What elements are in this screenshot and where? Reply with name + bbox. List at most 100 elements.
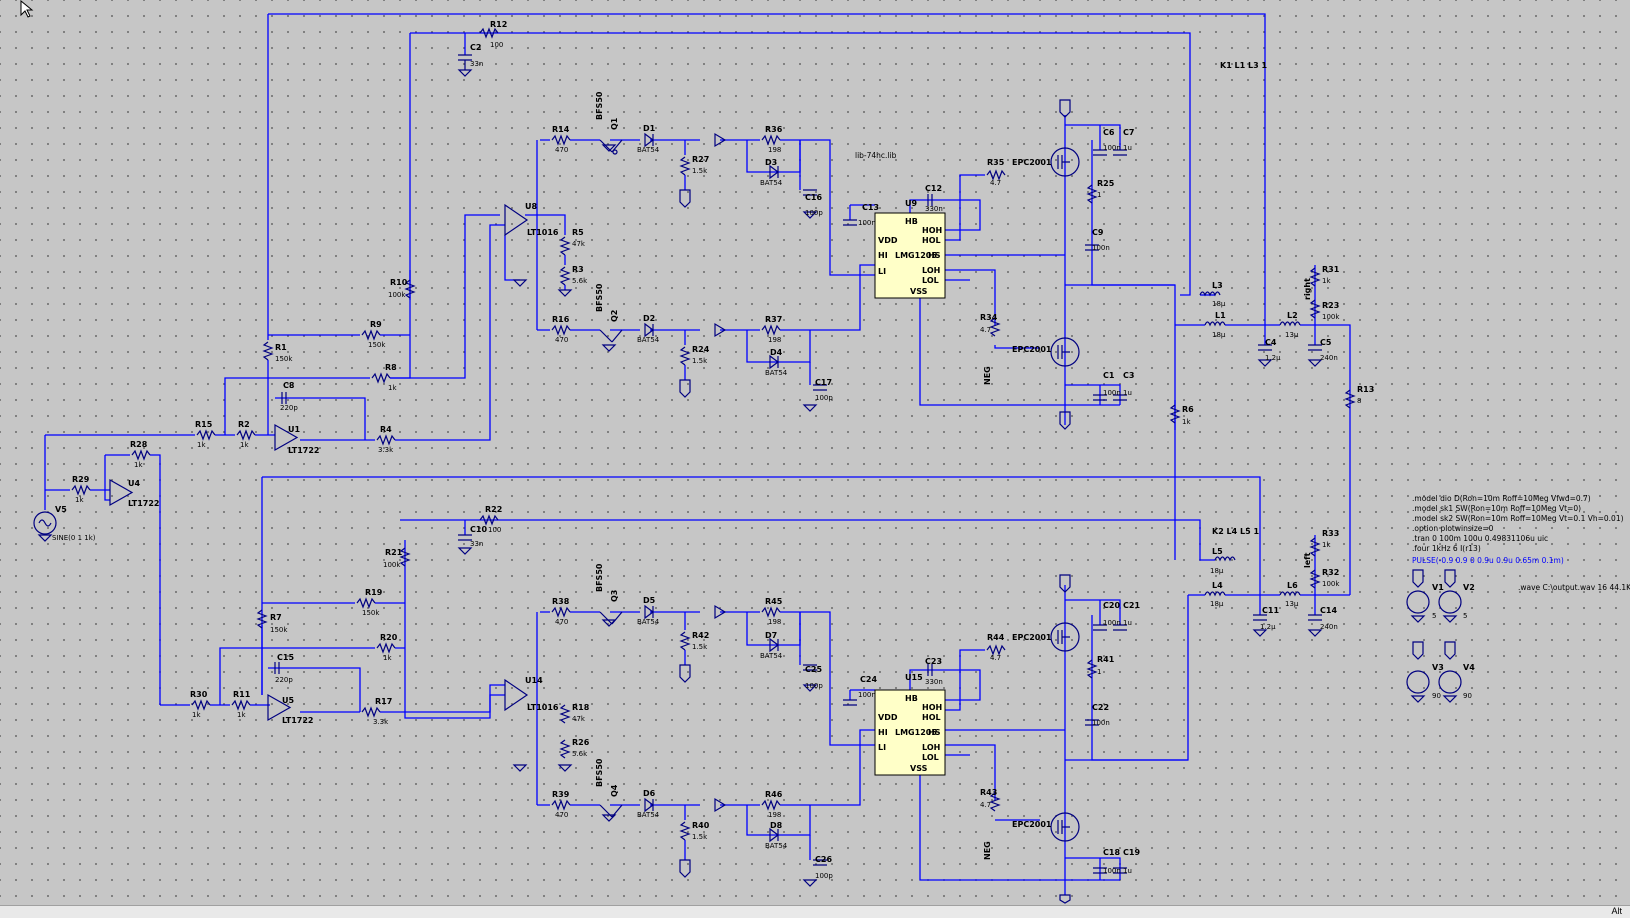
ic2-pin-hoh: HOH — [922, 703, 942, 712]
r12-value: 100 — [490, 41, 503, 49]
r22-value: 100 — [488, 526, 501, 534]
r38-value: 470 — [555, 618, 568, 626]
mosfet4-name: EPC2001 — [1012, 820, 1052, 829]
r42-value: 1.5k — [692, 643, 708, 651]
ic2-pin-vss: VSS — [910, 764, 928, 773]
v3-name: V3 — [1432, 663, 1444, 672]
l3-value: 18µ — [1212, 300, 1226, 308]
c5-name: C5 — [1320, 338, 1332, 347]
q1-name: Q1 — [610, 117, 619, 130]
r33-name: R33 — [1322, 529, 1339, 538]
v3-value: 90 — [1432, 692, 1441, 700]
r34-value: 4.7 — [980, 326, 991, 334]
c18-name: C18 — [1103, 848, 1120, 857]
c23-name: C23 — [925, 657, 942, 666]
c1-value: 100n — [1103, 389, 1121, 397]
c17-value: 100p — [815, 394, 833, 402]
r42-name: R42 — [692, 631, 709, 640]
l5-value: 18µ — [1210, 567, 1224, 575]
c6-value: 100n — [1103, 144, 1121, 152]
neg-label-top: NEG — [983, 366, 992, 385]
c7-value: 1u — [1123, 144, 1132, 152]
wires — [44, 13, 1351, 895]
l2-value: 13µ — [1285, 331, 1299, 339]
v5-name: V5 — [55, 505, 67, 514]
status-bar: Alt — [0, 905, 1630, 918]
v4-name: V4 — [1463, 663, 1475, 672]
r9-value: 150k — [368, 341, 386, 349]
c7-name: C7 — [1123, 128, 1134, 137]
v5-value: SINE(0 1 1k) — [52, 534, 96, 542]
q2-name: Q2 — [610, 310, 619, 322]
r18-value: 47k — [572, 715, 586, 723]
ic1-pin-loh: LOH — [922, 266, 940, 275]
u5-name: U5 — [282, 696, 294, 705]
u14-part: LT1016 — [527, 703, 559, 712]
ic1-name: LMG1205 — [895, 251, 937, 260]
r31-value: 1k — [1322, 277, 1331, 285]
r43-value: 4.7 — [980, 801, 991, 809]
c24-name: C24 — [860, 675, 877, 684]
ic1-pin-li: LI — [878, 267, 886, 276]
r13-value: 8 — [1357, 397, 1361, 405]
u4-part: LT1722 — [128, 499, 160, 508]
c21-value: 1u — [1123, 619, 1132, 627]
r8-value: 1k — [388, 384, 397, 392]
c25-value: 100p — [805, 682, 823, 690]
r5-name: R5 — [572, 228, 584, 237]
c3-value: 1u — [1123, 389, 1132, 397]
c8-value: 220p — [280, 404, 298, 412]
r27-value: 1.5k — [692, 167, 708, 175]
r2-value: 1k — [240, 441, 249, 449]
c19-name: C19 — [1123, 848, 1140, 857]
status-text: Alt — [1611, 906, 1622, 916]
r18-name: R18 — [572, 703, 590, 712]
symbols-top — [196, 27, 1356, 452]
r13-name: R13 — [1357, 385, 1374, 394]
r3-value: 5.6k — [572, 277, 588, 285]
ic1-pin-hb: HB — [905, 217, 918, 226]
r27-name: R27 — [692, 155, 709, 164]
l4-name: L4 — [1212, 581, 1223, 590]
r31-name: R31 — [1322, 265, 1340, 274]
k1-directive: K1 L1 L3 1 — [1220, 61, 1267, 70]
r39-value: 470 — [555, 811, 568, 819]
q3-name: Q3 — [610, 590, 619, 602]
c13-value: 100n — [858, 219, 876, 227]
r11-name: R11 — [233, 690, 251, 699]
neg-label-bottom: NEG — [983, 841, 992, 860]
u8-part: LT1016 — [527, 228, 559, 237]
c13-name: C13 — [862, 203, 879, 212]
directive-2: .model sk1 SW(Ron=10m Roff=10Meg Vt=0) — [1412, 504, 1581, 513]
r37-value: 198 — [768, 336, 781, 344]
c19-value: 1u — [1123, 867, 1132, 875]
r20-name: R20 — [380, 633, 398, 642]
d5-value: BAT54 — [637, 618, 660, 626]
directive-4: .option plotwinsize=0 — [1412, 524, 1494, 533]
r41-name: R41 — [1097, 655, 1115, 664]
r43-name: R43 — [980, 788, 997, 797]
c20-value: 100n — [1103, 619, 1121, 627]
r28-name: R28 — [130, 440, 148, 449]
v1-name: V1 — [1432, 583, 1444, 592]
directive-6: .four 1kHz 6 I(r13) — [1412, 544, 1481, 553]
labels-top: R12 100 C2 33n K1 L1 L3 1 R14 470 BFS50 … — [195, 20, 1374, 455]
k2-directive: K2 L4 L5 1 — [1212, 527, 1259, 536]
r7-name: R7 — [270, 613, 282, 622]
r36-value: 198 — [768, 146, 781, 154]
right-net-label: right — [1303, 278, 1312, 300]
r29-value: 1k — [75, 496, 84, 504]
ic1-pin-hoh: HOH — [922, 226, 942, 235]
c12-value: 330n — [925, 205, 943, 213]
d8-name: D8 — [770, 821, 783, 830]
c11-name: C11 — [1262, 606, 1279, 615]
r34-name: R34 — [980, 313, 998, 322]
v1-value: 5 — [1432, 612, 1436, 620]
c3-name: C3 — [1123, 371, 1134, 380]
r30-value: 1k — [192, 711, 201, 719]
r16-value: 470 — [555, 336, 568, 344]
r30-name: R30 — [190, 690, 208, 699]
r9-name: R9 — [370, 320, 382, 329]
mosfet2-name: EPC2001 — [1012, 345, 1052, 354]
